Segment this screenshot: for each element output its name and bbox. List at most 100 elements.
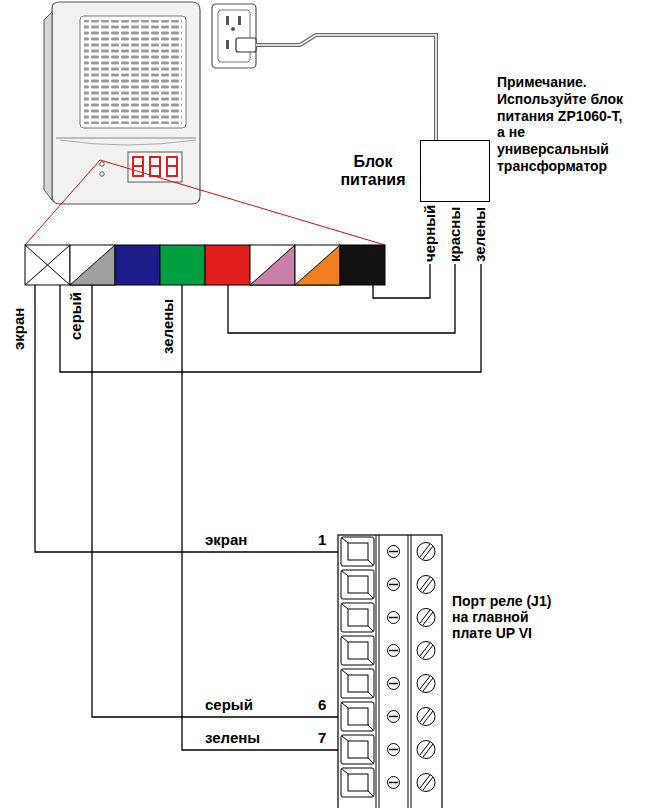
terminal-block (376, 535, 411, 808)
terminal-block (348, 576, 368, 593)
leader-line (25, 160, 385, 245)
terminal-block (348, 675, 368, 692)
terminal-block (389, 584, 398, 586)
wall-outlet (226, 40, 229, 49)
wire-color: зелены (472, 207, 487, 262)
connector-strip (25, 245, 70, 285)
terminal-block (388, 678, 400, 690)
device-illustration (133, 157, 177, 176)
pin-number: 7 (318, 730, 326, 745)
terminal-block (417, 642, 435, 660)
terminal-block (389, 551, 398, 553)
terminal-block (417, 675, 435, 693)
terminal-block (420, 643, 433, 658)
terminal-block (342, 571, 373, 598)
wire-color: серый (205, 697, 253, 712)
terminal-block (341, 735, 374, 764)
leader-line (25, 160, 100, 245)
terminal-block (341, 603, 374, 632)
terminal-block (417, 609, 435, 627)
connector-strip (25, 245, 70, 285)
terminal-block (420, 775, 433, 790)
wire (228, 264, 455, 333)
wall-outlet (218, 10, 250, 62)
connector-strip (25, 245, 385, 285)
terminal-block (417, 576, 435, 594)
power-cord (256, 35, 436, 140)
device-illustration (44, 2, 200, 204)
wire-color: красны (447, 207, 462, 262)
terminal-block (388, 645, 400, 657)
terminal-block (420, 742, 433, 757)
node-label: Блок питания (333, 153, 413, 190)
terminal-block (342, 769, 373, 796)
terminal-block (341, 636, 374, 665)
wall-outlet (238, 16, 241, 25)
connector-strip (205, 245, 250, 285)
connector-strip (295, 245, 340, 285)
device-illustration (52, 2, 200, 204)
terminal-block (417, 741, 435, 759)
note-text: Примечание. Используйте блок питания ZP1… (497, 74, 625, 175)
wire (182, 285, 340, 750)
terminal-block (342, 604, 373, 631)
device-illustration (44, 12, 52, 200)
node-label: Порт реле (J1) на главной плате UP VI (452, 593, 552, 641)
connector-strip (295, 245, 340, 285)
terminal-block (341, 702, 374, 731)
device-illustration (100, 162, 104, 166)
terminal-block (348, 543, 368, 560)
terminal-block (389, 782, 398, 784)
terminal-block (342, 637, 373, 664)
terminal-block (341, 537, 374, 566)
power-cord (256, 35, 436, 140)
power-cord (256, 35, 436, 140)
device-illustration (128, 152, 182, 182)
terminal-block (348, 774, 368, 791)
wire (373, 264, 430, 298)
terminal-block (389, 617, 398, 619)
wire-color: экран (11, 308, 26, 350)
connector-strip (115, 245, 160, 285)
terminal-block (389, 749, 398, 751)
terminal-block (420, 544, 433, 559)
wire-color: экран (205, 532, 247, 547)
terminal-block (338, 535, 442, 808)
terminal-block (342, 736, 373, 763)
terminal-block (389, 683, 398, 685)
wall-outlet (226, 16, 229, 25)
terminal-block (388, 744, 400, 756)
terminal-block (388, 579, 400, 591)
terminal-block (420, 676, 433, 691)
pin-number: 1 (318, 532, 326, 547)
display-segment (150, 166, 160, 176)
terminal-block (338, 535, 442, 808)
terminal-block (388, 777, 400, 789)
wire (60, 264, 481, 372)
device-illustration (60, 140, 196, 145)
wire-color: зелены (205, 730, 260, 745)
wire (92, 285, 340, 717)
relay-port: Порт реле (J1) на главной плате UP VI (338, 535, 442, 808)
terminal-block (341, 669, 374, 698)
power-supply-box: Блок питания (420, 140, 490, 202)
terminal-block (341, 768, 374, 797)
terminal-block (348, 741, 368, 758)
display-segment (167, 166, 177, 176)
terminal-block (342, 703, 373, 730)
connector-strip (250, 245, 295, 285)
wire-color: зелены (160, 299, 175, 354)
terminal-block (341, 570, 374, 599)
device-illustration (80, 16, 186, 128)
terminal-block (417, 543, 435, 561)
terminal-block (417, 774, 435, 792)
wire-color: черный (422, 205, 437, 262)
connector-strip (250, 245, 295, 285)
terminal-block (420, 577, 433, 592)
terminal-block (342, 538, 373, 565)
terminal-block (389, 716, 398, 718)
terminal-block (348, 609, 368, 626)
terminal-block (348, 642, 368, 659)
terminal-block (388, 546, 400, 558)
